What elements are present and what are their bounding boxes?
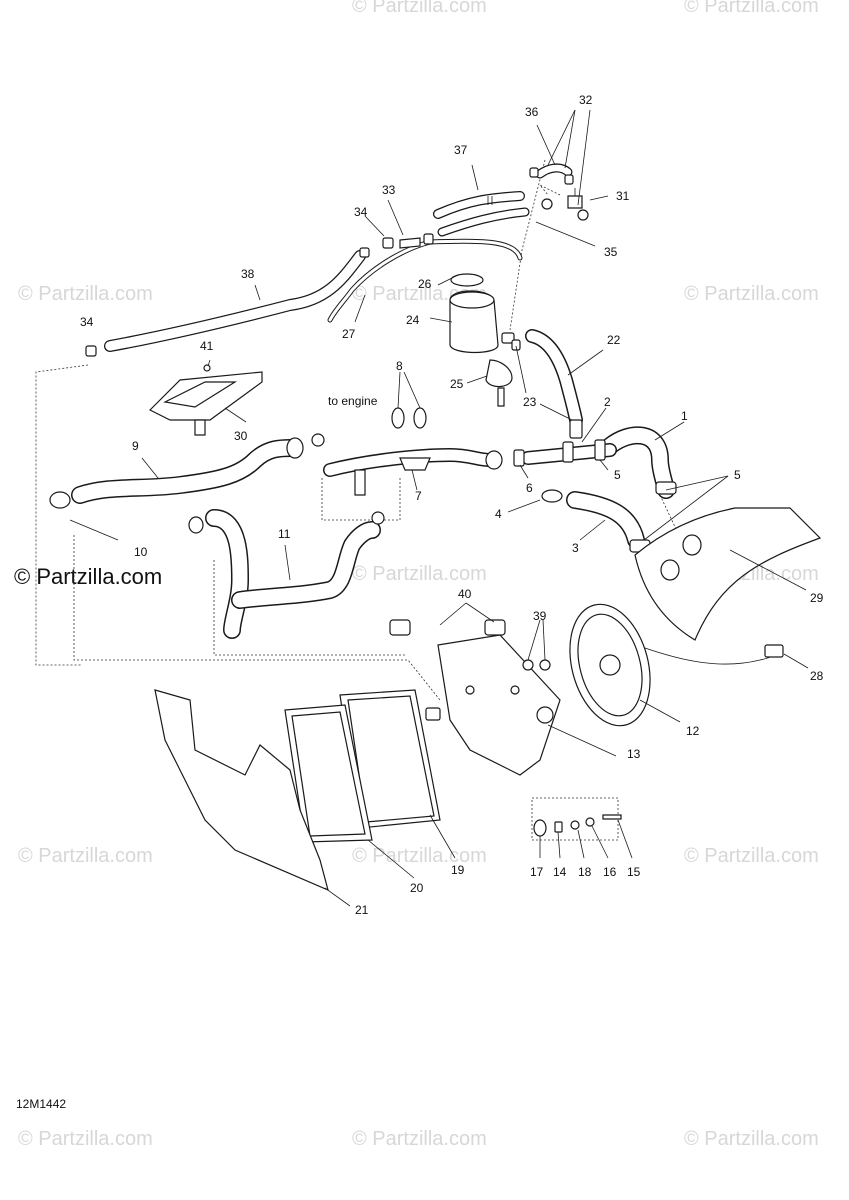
watermark: © Partzilla.com: [352, 563, 487, 585]
callout-5b: 5: [734, 468, 741, 482]
callout-19: 19: [451, 863, 465, 877]
callout-26: 26: [418, 277, 432, 291]
hose-11: [188, 509, 385, 639]
callout-7: 7: [415, 489, 422, 503]
callout-24: 24: [406, 313, 420, 327]
callout-27: 27: [342, 327, 356, 341]
hardware-14-18: [533, 814, 622, 837]
callout-11: 11: [278, 527, 291, 541]
watermark: © Partzilla.com: [684, 1128, 819, 1150]
callout-35: 35: [604, 245, 618, 259]
bracket-30: [148, 364, 263, 436]
callout-21: 21: [355, 903, 369, 917]
hose-1: [601, 426, 677, 499]
callout-36: 36: [525, 105, 539, 119]
watermark: © Partzilla.com: [352, 845, 487, 867]
callout-41: 41: [200, 339, 214, 353]
callout-28: 28: [810, 669, 824, 683]
callout-3: 3: [572, 541, 579, 555]
callout-34b: 34: [80, 315, 94, 329]
callout-20: 20: [410, 881, 424, 895]
watermark: © Partzilla.com: [352, 0, 487, 17]
callout-40: 40: [458, 587, 472, 601]
callout-14: 14: [553, 865, 567, 879]
reservoir-24: [449, 273, 521, 407]
watermark: © Partzilla.com: [684, 283, 819, 305]
hose-38: [85, 247, 370, 357]
callout-17: 17: [530, 865, 544, 879]
watermark: © Partzilla.com: [18, 1128, 153, 1150]
callout-1: 1: [681, 409, 688, 423]
watermark: © Partzilla.com: [684, 0, 819, 17]
note-to-engine: to engine: [328, 394, 378, 408]
callout-8: 8: [396, 359, 403, 373]
callout-6: 6: [526, 481, 533, 495]
watermark-main: © Partzilla.com: [14, 564, 162, 589]
hose-3: [541, 489, 651, 553]
callout-34: 34: [354, 205, 368, 219]
drawing-code: 12M1442: [16, 1097, 66, 1111]
hose-35-27: [327, 238, 523, 323]
pipe-2-6: [513, 439, 617, 467]
leader-lines: [69, 109, 809, 907]
callout-5: 5: [614, 468, 621, 482]
pipe-7: [323, 448, 503, 496]
callout-29: 29: [810, 591, 824, 605]
callout-18: 18: [578, 865, 592, 879]
callout-13: 13: [627, 747, 641, 761]
fan-12: [569, 603, 784, 727]
callout-4: 4: [495, 507, 502, 521]
callout-10: 10: [134, 545, 148, 559]
dotted-guides: [35, 159, 701, 841]
radiator-19: [339, 689, 441, 829]
screen-20: [284, 704, 373, 843]
watermark: © Partzilla.com: [18, 845, 153, 867]
callout-12: 12: [686, 724, 700, 738]
watermark: © Partzilla.com: [18, 283, 153, 305]
callouts: 1 2 3 4 5 5 6 7 8 9 10 11 12 13 14 15 16…: [80, 93, 824, 917]
callout-39: 39: [533, 609, 547, 623]
shroud-13: [389, 619, 561, 776]
callout-33: 33: [382, 183, 396, 197]
panel-21: [154, 689, 329, 892]
callout-38: 38: [241, 267, 255, 281]
callout-23: 23: [523, 395, 537, 409]
watermark: © Partzilla.com: [352, 1128, 487, 1150]
callout-37: 37: [454, 143, 468, 157]
clamps-8: [391, 407, 427, 429]
hose-9: [49, 433, 325, 509]
fitting-33-34: [382, 233, 434, 249]
callout-15: 15: [627, 865, 641, 879]
callout-31: 31: [616, 189, 630, 203]
hose-37: [433, 191, 530, 237]
callout-2: 2: [604, 395, 611, 409]
callout-22: 22: [607, 333, 621, 347]
callout-32: 32: [579, 93, 593, 107]
callout-9: 9: [132, 439, 139, 453]
watermark: © Partzilla.com: [684, 845, 819, 867]
callout-25: 25: [450, 377, 464, 391]
callout-30: 30: [234, 429, 248, 443]
hose-22: [525, 329, 583, 439]
callout-16: 16: [603, 865, 617, 879]
shroud-29: [634, 507, 822, 641]
